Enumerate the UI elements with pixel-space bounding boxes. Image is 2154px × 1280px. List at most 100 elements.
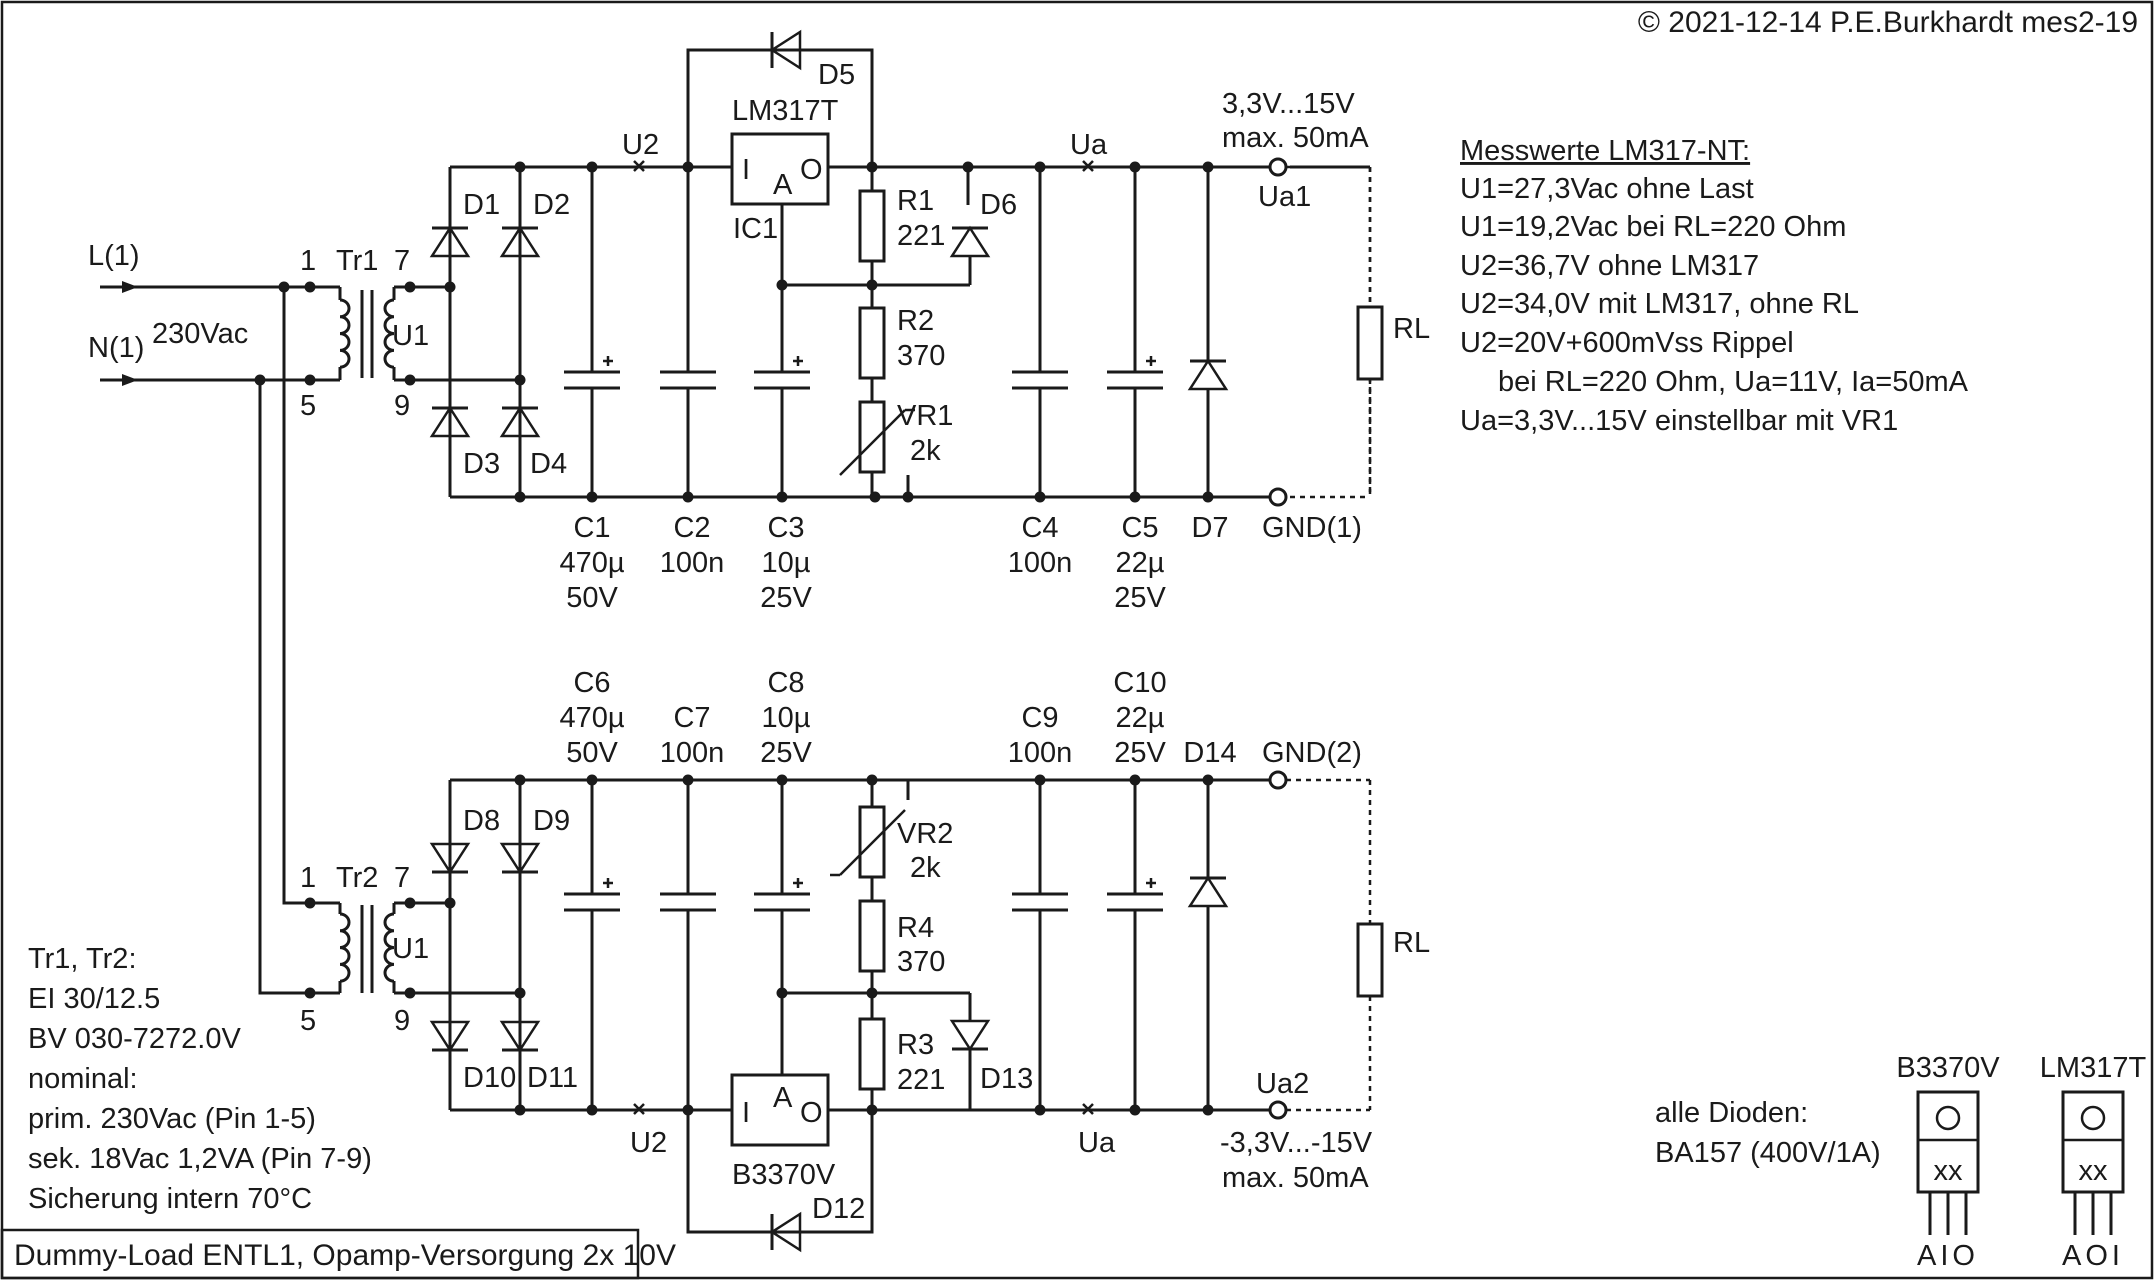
diodes-note: alle Dioden: BA157 (400V/1A) xyxy=(1655,1097,1881,1169)
out1-range: 3,3V...15V xyxy=(1222,88,1355,120)
c10-value: 22µ xyxy=(1116,702,1165,734)
ua1-label: Ua1 xyxy=(1258,181,1311,213)
tr2-u1-label: U1 xyxy=(392,933,429,965)
transformer-notes: Tr1, Tr2: EI 30/12.5 BV 030-7272.0V nomi… xyxy=(28,943,372,1215)
tr1-pin7: 7 xyxy=(394,245,410,277)
d13-label: D13 xyxy=(980,1063,1033,1095)
tr-note-7: Sicherung intern 70°C xyxy=(28,1183,312,1215)
b3370v-pin-i: I xyxy=(742,1097,750,1129)
pkg-b3370v-marking: xx xyxy=(1934,1155,1964,1187)
d9-label: D9 xyxy=(533,805,570,837)
mains-l-label: L(1) xyxy=(88,240,140,272)
ic1-lm317t: LM317T IC1 I A O D5 xyxy=(686,30,972,291)
d12-label: D12 xyxy=(812,1193,865,1225)
rl-upper: RL xyxy=(1356,167,1430,497)
c7-name: C7 xyxy=(673,702,710,734)
d4-label: D4 xyxy=(530,448,567,480)
title-box xyxy=(0,1228,640,1280)
pkg-lm317t-name: LM317T xyxy=(2040,1052,2147,1084)
diodes-note-1: alle Dioden: xyxy=(1655,1097,1808,1129)
r2-name: R2 xyxy=(897,305,934,337)
c1-name: C1 xyxy=(573,512,610,544)
measurement-line-1: U1=27,3Vac ohne Last xyxy=(1460,173,1754,205)
feedback-upper: R1 221 R2 370 VR1 2k D6 xyxy=(839,167,1017,497)
ua-lower-label: Ua xyxy=(1078,1127,1116,1159)
c1-voltage: 50V xyxy=(566,582,618,614)
ic1-pin-o: O xyxy=(800,154,823,186)
capacitor-labels-upper: C1 470µ 50V C2 100n C3 10µ 25V C4 100n C… xyxy=(559,88,1369,614)
diodes-note-2: BA157 (400V/1A) xyxy=(1655,1137,1881,1169)
tr-note-1: Tr1, Tr2: xyxy=(28,943,137,975)
c6-voltage: 50V xyxy=(566,737,618,769)
measurements-title: Messwerte LM317-NT: xyxy=(1460,135,1750,167)
pkg-b3370v-pins: AIO xyxy=(1917,1240,1979,1272)
measurement-line-4: U2=34,0V mit LM317, ohne RL xyxy=(1460,288,1859,320)
d1-label: D1 xyxy=(463,189,500,221)
ic1-ref: IC1 xyxy=(733,213,778,245)
c5-value: 22µ xyxy=(1116,547,1165,579)
tr-note-5: prim. 230Vac (Pin 1-5) xyxy=(28,1103,316,1135)
measurements-block: Messwerte LM317-NT: U1=27,3Vac ohne Last… xyxy=(1460,135,1969,437)
ua2-label: Ua2 xyxy=(1256,1068,1309,1100)
d3-label: D3 xyxy=(463,448,500,480)
tr1-u1-label: U1 xyxy=(392,320,429,352)
d14-label: D14 xyxy=(1183,737,1236,769)
c4-name: C4 xyxy=(1021,512,1058,544)
copyright: © 2021-12-14 P.E.Burkhardt mes2-19 xyxy=(1638,6,2138,39)
c2-value: 100n xyxy=(660,547,725,579)
r3-value: 221 xyxy=(897,1064,945,1096)
capacitors-lower xyxy=(562,780,1228,1110)
capacitor-labels-lower: C6 470µ 50V C7 100n C8 10µ 25V C9 100n C… xyxy=(559,667,1372,1194)
measurement-line-2: U1=19,2Vac bei RL=220 Ohm xyxy=(1460,211,1846,243)
tr2-label: Tr2 xyxy=(336,862,378,894)
gnd1-label: GND(1) xyxy=(1262,512,1362,544)
tr2-pin9: 9 xyxy=(394,1005,410,1037)
package-b3370v: B3370V xx AIO xyxy=(1896,1052,2000,1272)
ua-upper-label: Ua xyxy=(1070,129,1108,161)
d6-label: D6 xyxy=(980,189,1017,221)
r2-value: 370 xyxy=(897,340,945,372)
c8-value: 10µ xyxy=(762,702,811,734)
out2-max: max. 50mA xyxy=(1222,1162,1369,1194)
rl-lower-label: RL xyxy=(1393,927,1430,959)
c4-value: 100n xyxy=(1008,547,1073,579)
b3370v-pin-o: O xyxy=(800,1097,823,1129)
measurement-line-6: bei RL=220 Ohm, Ua=11V, Ia=50mA xyxy=(1498,366,1969,398)
title: Dummy-Load ENTL1, Opamp-Versorgung 2x 10… xyxy=(14,1239,676,1272)
c3-value: 10µ xyxy=(762,547,811,579)
u2-lower-label: U2 xyxy=(630,1127,667,1159)
rails-upper: U2 Ua xyxy=(520,129,1372,507)
c3-voltage: 25V xyxy=(760,582,812,614)
vr2-name: VR2 xyxy=(897,818,953,850)
tr1-label: Tr1 xyxy=(336,245,378,277)
d7-label: D7 xyxy=(1191,512,1228,544)
tr2-pin5: 5 xyxy=(300,1005,316,1037)
tr1-pin5: 5 xyxy=(300,390,316,422)
pkg-b3370v-name: B3370V xyxy=(1896,1052,2000,1084)
out2-range: -3,3V...-15V xyxy=(1220,1127,1373,1159)
b3370v-pin-a: A xyxy=(773,1082,793,1114)
tr-note-4: nominal: xyxy=(28,1063,138,1095)
tr2-pin7: 7 xyxy=(394,862,410,894)
c9-name: C9 xyxy=(1021,702,1058,734)
transformer-tr1: Tr1 1 7 5 9 U1 xyxy=(260,245,450,422)
rl-upper-label: RL xyxy=(1393,313,1430,345)
tr1-pin1: 1 xyxy=(300,245,316,277)
c5-voltage: 25V xyxy=(1114,582,1166,614)
b3370v-name: B3370V xyxy=(732,1159,836,1191)
pkg-lm317t-pins: AOI xyxy=(2062,1240,2124,1272)
r4-value: 370 xyxy=(897,946,945,978)
u2-upper-label: U2 xyxy=(622,129,659,161)
c3-name: C3 xyxy=(767,512,804,544)
c2-name: C2 xyxy=(673,512,710,544)
mains-voltage-label: 230Vac xyxy=(152,318,248,350)
c10-voltage: 25V xyxy=(1114,737,1166,769)
ic-b3370v: B3370V I A O D12 xyxy=(686,987,972,1252)
pkg-lm317t-marking: xx xyxy=(2079,1155,2109,1187)
ic1-pin-a: A xyxy=(773,169,793,201)
vr2-value: 2k xyxy=(910,852,941,884)
d11-label: D11 xyxy=(527,1062,578,1094)
measurement-line-3: U2=36,7V ohne LM317 xyxy=(1460,250,1759,282)
